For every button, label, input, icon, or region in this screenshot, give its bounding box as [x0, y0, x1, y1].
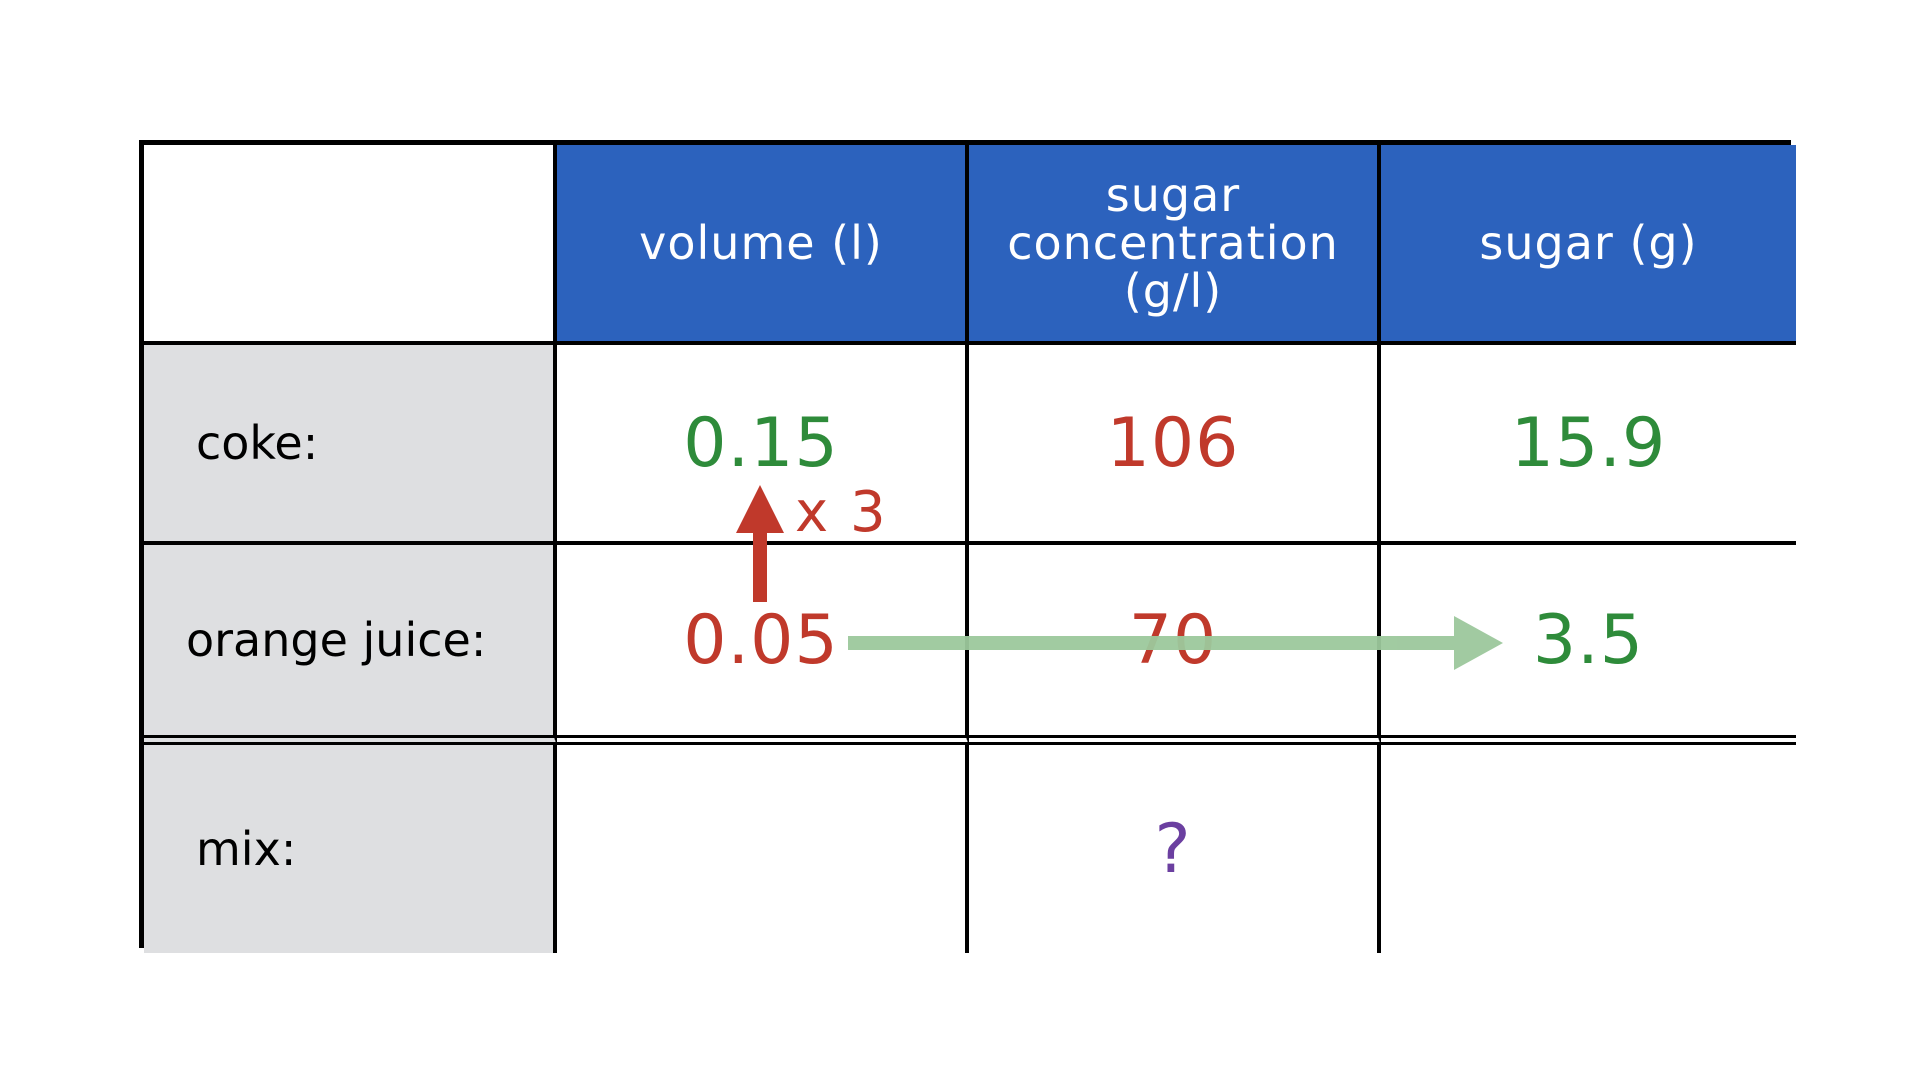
row-label-coke: coke:: [144, 345, 557, 545]
multiplier-label: x 3: [795, 480, 888, 545]
row-label-mix: mix:: [144, 745, 557, 953]
header-sugar: sugar (g): [1381, 145, 1796, 345]
sugar-mix-table: volume (l) sugar concentration (g/l) sug…: [139, 140, 1796, 953]
row-label-orange-juice: orange juice:: [144, 545, 557, 745]
coke-concentration: 106: [969, 345, 1381, 545]
mix-sugar: [1381, 745, 1796, 953]
orange-juice-sugar: 3.5: [1381, 545, 1796, 745]
coke-sugar: 15.9: [1381, 345, 1796, 545]
mix-volume: [557, 745, 969, 953]
orange-juice-volume: 0.05: [557, 545, 969, 745]
mix-concentration: ?: [969, 745, 1381, 953]
table-corner-cell: [144, 145, 557, 345]
header-volume: volume (l): [557, 145, 969, 345]
coke-volume: 0.15: [557, 345, 969, 545]
orange-juice-concentration: 70: [969, 545, 1381, 745]
header-sugar-concentration: sugar concentration (g/l): [969, 145, 1381, 345]
